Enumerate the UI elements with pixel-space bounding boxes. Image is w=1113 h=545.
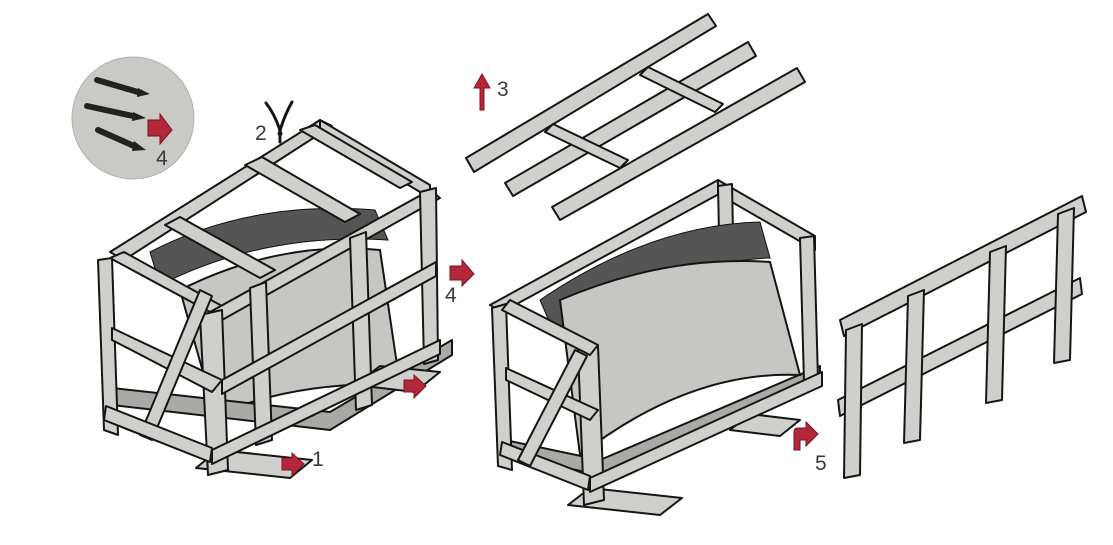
red-arrow-icon xyxy=(147,112,173,146)
opened-crate xyxy=(489,179,823,516)
crate-lid xyxy=(465,13,806,221)
step-1-label: 1 xyxy=(312,448,324,471)
step-4a-label: 4 xyxy=(156,147,168,170)
step-4b-label: 4 xyxy=(445,284,457,307)
step-3-label: 3 xyxy=(497,78,509,101)
red-arrow-icon xyxy=(449,258,475,288)
step-2-label: 2 xyxy=(255,122,267,145)
glass-panels-right xyxy=(539,221,802,457)
closed-crate xyxy=(97,119,453,479)
crate-side-frame xyxy=(837,195,1087,479)
step-5-label: 5 xyxy=(815,452,827,475)
red-arrow-icon xyxy=(281,451,305,478)
red-arrow-icon xyxy=(403,373,427,400)
nails-icon xyxy=(84,77,150,151)
red-arrow-icon xyxy=(793,420,819,451)
pliers-icon xyxy=(264,100,294,144)
red-arrow-icon xyxy=(473,72,491,111)
nails-inset: 4 xyxy=(71,56,195,180)
